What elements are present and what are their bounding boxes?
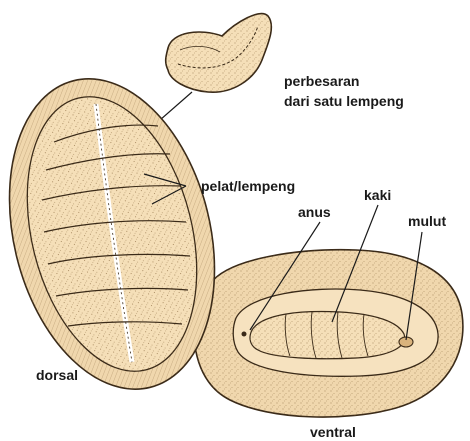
ventral-label: ventral: [310, 424, 356, 440]
anus-label: anus: [298, 204, 331, 220]
enlargement-label-line2: dari satu lempeng: [284, 93, 404, 109]
anus-opening: [242, 332, 247, 337]
dorsal-label: dorsal: [36, 367, 78, 383]
enlarged-plate: [166, 14, 272, 93]
enlargement-label-line1: perbesaran: [284, 73, 359, 89]
mouth-label: mulut: [408, 213, 446, 229]
plates-label: pelat/lempeng: [201, 178, 295, 194]
ventral-view: [194, 250, 463, 417]
foot-label: kaki: [364, 187, 391, 203]
